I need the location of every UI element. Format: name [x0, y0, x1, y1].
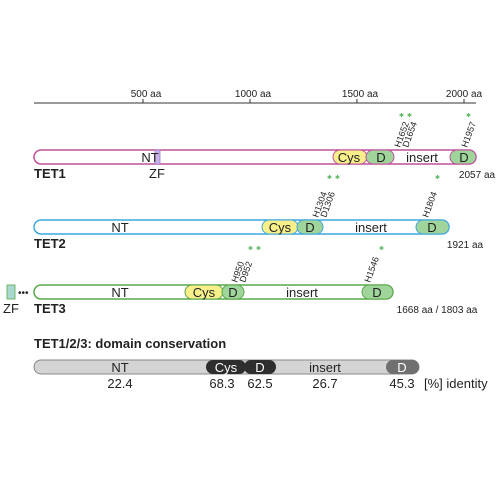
tet1-d1-label: D	[376, 150, 385, 165]
tet3-mutation-3: H1546	[362, 255, 380, 283]
tet3-star-2: *	[256, 245, 261, 256]
tet3-cys-label: Cys	[193, 285, 216, 300]
tet1-star-3: *	[466, 112, 471, 123]
tet3-insert-label: insert	[286, 285, 318, 300]
tet3-zf-domain	[6, 284, 16, 300]
tet3-protein: ••• ZF NT Cys D insert D TET3 1668 aa / …	[3, 245, 478, 316]
tet1-dsbh2-domain	[449, 149, 477, 165]
length-axis: 500 aa 1000 aa 1500 aa 2000 aa	[34, 89, 483, 104]
conservation-d2-value: 45.3	[389, 376, 414, 391]
axis-tick-label-1000: 1000 aa	[235, 89, 272, 100]
conservation-insert-value: 26.7	[312, 376, 337, 391]
tet1-length: 2057 aa	[459, 170, 496, 181]
tet1-star-2: *	[407, 112, 412, 123]
conservation-cys-value: 68.3	[209, 376, 234, 391]
conservation-d1-domain	[244, 360, 276, 374]
tet1-zf-domain	[154, 149, 161, 165]
tet2-nt-label: NT	[111, 220, 128, 235]
tet1-cys-label: Cys	[338, 150, 361, 165]
tet2-cys-label: Cys	[269, 220, 292, 235]
tet2-length: 1921 aa	[447, 240, 484, 251]
conservation-d2-label: D	[397, 360, 406, 375]
conservation-panel: TET1/2/3: domain conservation NT Cys D i…	[33, 336, 488, 391]
tet1-nt-label: NT	[141, 150, 158, 165]
tet2-d1-label: D	[305, 220, 314, 235]
tet3-zf-label: ZF	[3, 301, 19, 316]
tet3-d2-label: D	[372, 285, 381, 300]
tet3-star-3: *	[379, 245, 384, 256]
conservation-cys-label: Cys	[215, 360, 238, 375]
tet3-star-1: *	[248, 245, 253, 256]
tet3-length: 1668 aa / 1803 aa	[397, 305, 478, 316]
tet3-dsbh1-domain	[221, 284, 245, 300]
tet1-insert-label: insert	[406, 150, 438, 165]
tet1-star-1: *	[399, 112, 404, 123]
tet2-name: TET2	[34, 236, 66, 251]
conservation-unit-label: [%] identity	[424, 376, 488, 391]
tet3-name: TET3	[34, 301, 66, 316]
conservation-cys-domain	[206, 360, 246, 374]
tet2-d2-label: D	[427, 220, 436, 235]
tet1-mutation-3: H1957	[459, 120, 477, 148]
tet3-dsbh2-domain	[361, 284, 394, 300]
tet2-dsbh1-domain	[296, 219, 324, 235]
tet2-insert-label: insert	[355, 220, 387, 235]
axis-tick-label-500: 500 aa	[131, 89, 162, 100]
tet2-dsbh2-domain	[415, 219, 450, 235]
tet1-name: TET1	[34, 166, 66, 181]
tet2-star-1: *	[327, 174, 332, 185]
tet1-d2-label: D	[459, 150, 468, 165]
tet3-d1-label: D	[228, 285, 237, 300]
conservation-d1-value: 62.5	[247, 376, 272, 391]
tet1-dsbh1-domain	[365, 149, 395, 165]
tet2-star-3: *	[435, 174, 440, 185]
axis-tick-label-2000: 2000 aa	[446, 89, 483, 100]
axis-tick-label-1500: 1500 aa	[342, 89, 379, 100]
tet1-zf-label: ZF	[149, 166, 165, 181]
conservation-nt-label: NT	[111, 360, 128, 375]
tet2-mutation-3: H1804	[420, 190, 438, 218]
conservation-d2-domain	[386, 360, 419, 374]
tet3-ellipsis: •••	[18, 288, 29, 299]
conservation-insert-label: insert	[309, 360, 341, 375]
conservation-nt-value: 22.4	[107, 376, 132, 391]
conservation-title: TET1/2/3: domain conservation	[34, 336, 226, 351]
tet3-nt-label: NT	[111, 285, 128, 300]
tet2-star-2: *	[335, 174, 340, 185]
tet1-protein: NT ZF Cys D insert D TET1 2057 aa H1652 …	[33, 112, 496, 181]
conservation-d1-label: D	[255, 360, 264, 375]
tet2-protein: NT Cys D insert D TET2 1921 aa H1304 D13…	[33, 174, 484, 251]
